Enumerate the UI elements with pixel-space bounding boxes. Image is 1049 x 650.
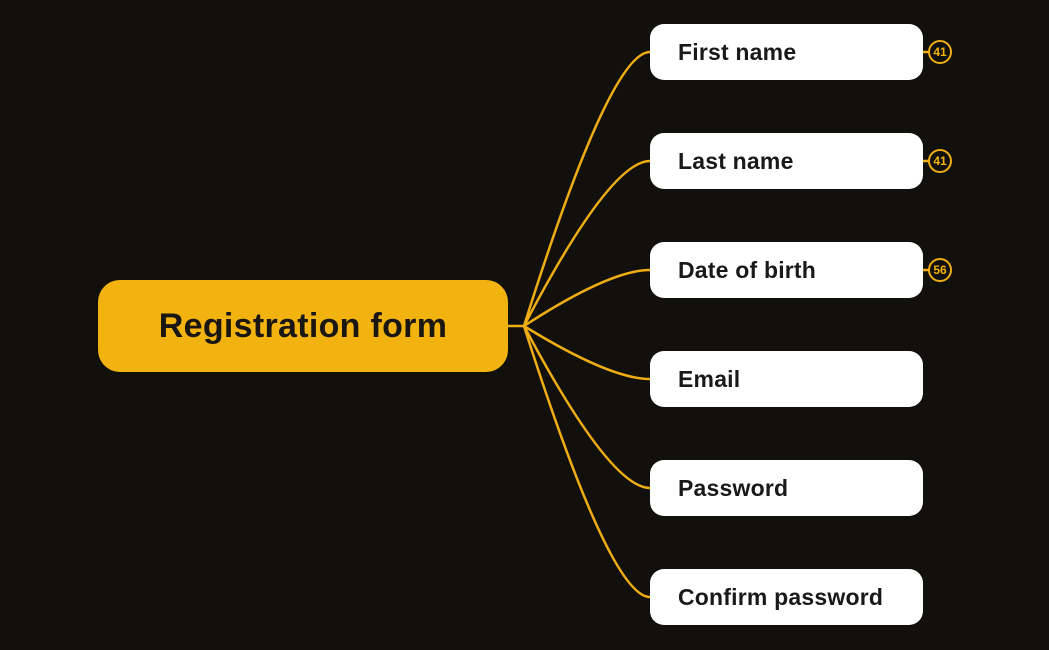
node-label: Last name (678, 147, 794, 174)
connector-password (522, 324, 652, 490)
node-label: Confirm password (678, 583, 884, 610)
connector-email (522, 324, 652, 381)
collapsed-count-badge-last-name[interactable]: 41 (928, 149, 952, 173)
connector-first-name (522, 50, 652, 328)
node-date-of-birth[interactable]: Date of birth (650, 242, 923, 298)
node-label: Password (678, 474, 789, 501)
connector-date-of-birth (522, 268, 652, 328)
root-node-label: Registration form (158, 306, 448, 345)
node-label: First name (678, 38, 797, 65)
connector-last-name (522, 159, 652, 328)
node-last-name[interactable]: Last name (650, 133, 923, 189)
node-label: Date of birth (678, 256, 817, 283)
connector-confirm-password (522, 324, 652, 599)
node-password[interactable]: Password (650, 460, 923, 516)
root-node-registration-form[interactable]: Registration form (98, 280, 508, 372)
node-confirm-password[interactable]: Confirm password (650, 569, 923, 625)
node-first-name[interactable]: First name (650, 24, 923, 80)
node-email[interactable]: Email (650, 351, 923, 407)
node-label: Email (678, 365, 741, 392)
collapsed-count-badge-first-name[interactable]: 41 (928, 40, 952, 64)
collapsed-count-badge-date-of-birth[interactable]: 56 (928, 258, 952, 282)
